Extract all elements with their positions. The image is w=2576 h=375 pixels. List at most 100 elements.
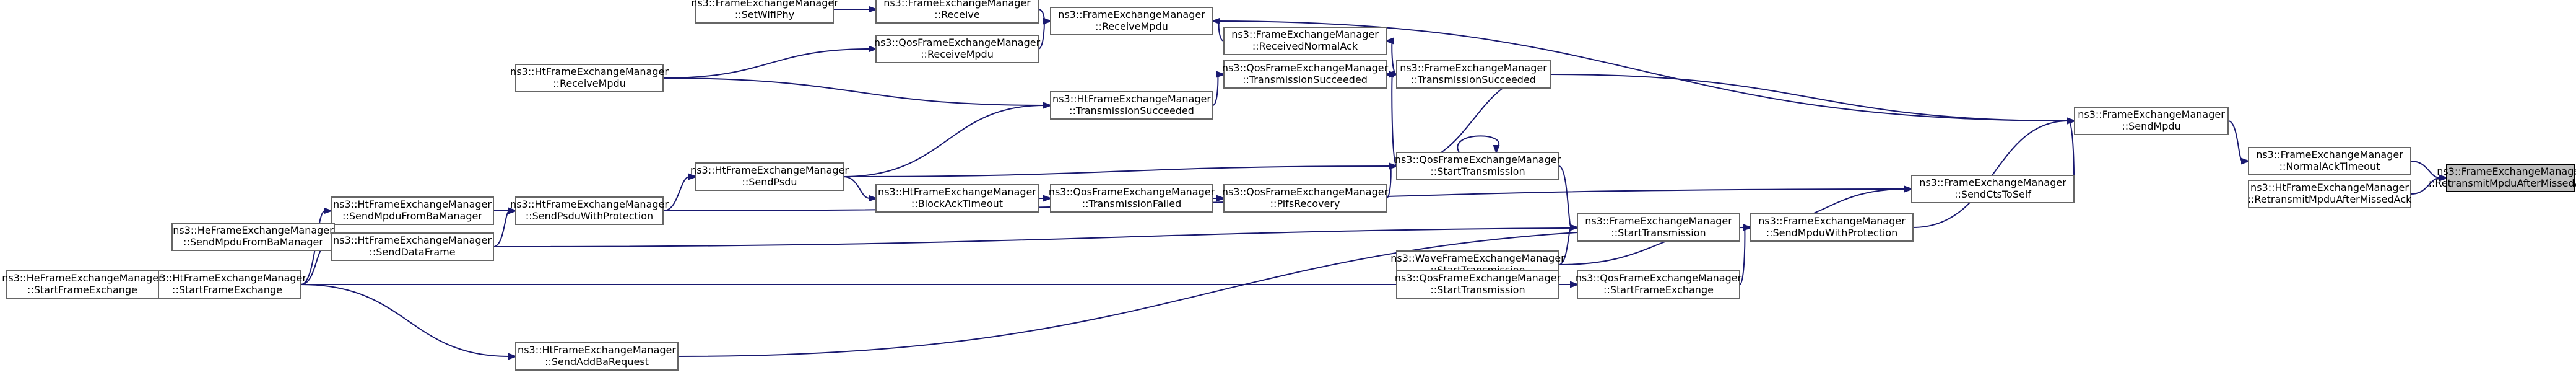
- node-box: [515, 342, 679, 371]
- arrowhead-icon: [869, 45, 878, 53]
- node-method-label: ::TransmissionSucceeded: [1242, 74, 1368, 86]
- call-edge: [1384, 71, 1397, 167]
- node-qos-frame-exchange-manager-pifs-recovery[interactable]: ns3::QosFrameExchangeManager::PifsRecove…: [1222, 184, 1389, 213]
- node-box: [1577, 213, 1740, 242]
- node-box: [1050, 184, 1213, 213]
- arrowhead-icon: [508, 353, 518, 360]
- node-box: [171, 223, 335, 251]
- arrowhead-icon: [1216, 71, 1226, 78]
- call-edge: [1211, 17, 1225, 42]
- node-box: [1223, 60, 1387, 89]
- node-qos-frame-exchange-manager-start-transmission[interactable]: ns3::QosFrameExchangeManager::StartTrans…: [1395, 152, 1561, 180]
- node-frame-exchange-manager-normal-ack-timeout[interactable]: ns3::FrameExchangeManager::NormalAckTime…: [2248, 147, 2411, 175]
- node-ht-frame-exchange-manager-transmission-succeeded[interactable]: ns3::HtFrameExchangeManager::Transmissio…: [1050, 91, 1213, 120]
- node-box: [1223, 27, 1387, 55]
- call-edge: [1558, 165, 1579, 231]
- node-class-label: ns3::FrameExchangeManager: [2078, 108, 2225, 120]
- node-box: [1050, 91, 1213, 120]
- call-edge: [493, 207, 518, 247]
- node-qos-frame-exchange-manager-start-transmission[interactable]: ns3::QosFrameExchangeManager::StartTrans…: [1395, 270, 1561, 299]
- node-class-label: ns3::FrameExchangeManager: [1058, 9, 1205, 20]
- node-method-label: ::Receive: [934, 9, 979, 20]
- node-class-label: ns3::HtFrameExchangeManager: [1052, 93, 1211, 105]
- node-class-label: ns3::FrameExchangeManager: [1585, 215, 1732, 227]
- node-frame-exchange-manager-set-wifi-phy[interactable]: ns3::FrameExchangeManager::SetWifiPhy: [691, 0, 838, 24]
- node-method-label: ::ReceivedNormalAck: [1252, 40, 1358, 52]
- node-method-label: ::ReceiveMpdu: [553, 77, 626, 89]
- node-box: [515, 196, 664, 225]
- call-graph-edges: [152, 6, 2448, 360]
- node-ht-frame-exchange-manager-send-psdu-with-protection[interactable]: ns3::HtFrameExchangeManager::SendPsduWit…: [510, 196, 669, 225]
- arrowhead-icon: [1043, 102, 1052, 109]
- arrowhead-icon: [1389, 162, 1399, 170]
- node-frame-exchange-manager-receive[interactable]: ns3::FrameExchangeManager::Receive: [875, 0, 1039, 24]
- node-method-label: ::RetransmitMpduAfterMissedAck: [2248, 193, 2413, 205]
- node-class-label: ns3::WaveFrameExchangeManager: [1390, 252, 1565, 264]
- node-frame-exchange-manager-send-mpdu[interactable]: ns3::FrameExchangeManager::SendMpdu: [2074, 107, 2229, 135]
- node-class-label: ns3::QosFrameExchangeManager: [1395, 272, 1561, 284]
- node-class-label: ns3::FrameExchangeManager: [2256, 149, 2403, 161]
- node-box: [2248, 180, 2411, 208]
- call-edge: [843, 176, 878, 202]
- node-class-label: ns3::QosFrameExchangeManager: [1222, 186, 1389, 198]
- node-box: [695, 0, 834, 24]
- node-ht-frame-exchange-manager-send-add-ba-request[interactable]: ns3::HtFrameExchangeManager::SendAddBaRe…: [515, 342, 679, 371]
- node-method-label: ::SetWifiPhy: [735, 9, 794, 20]
- node-method-label: ::StartTransmission: [1430, 284, 1525, 296]
- node-class-label: ns3::HtFrameExchangeManager: [2250, 182, 2409, 193]
- node-ht-frame-exchange-manager-retransmit-mpdu-after-missed-ack[interactable]: ns3::HtFrameExchangeManager::RetransmitM…: [2248, 180, 2413, 208]
- node-method-label: ::TransmissionFailed: [1082, 198, 1182, 210]
- node-frame-exchange-manager-transmission-succeeded[interactable]: ns3::FrameExchangeManager::TransmissionS…: [1396, 60, 1551, 89]
- node-box: [1223, 184, 1387, 213]
- call-edge: [1038, 195, 1052, 202]
- node-frame-exchange-manager-send-cts-to-self[interactable]: ns3::FrameExchangeManager::SendCtsToSelf: [1911, 175, 2075, 203]
- node-he-frame-exchange-manager-start-frame-exchange[interactable]: ns3::HeFrameExchangeManager::StartFrameE…: [2, 270, 163, 299]
- node-ht-frame-exchange-manager-send-mpdu-from-ba-manager[interactable]: ns3::HtFrameExchangeManager::SendMpduFro…: [331, 196, 494, 225]
- node-box: [1396, 270, 1559, 299]
- call-edge: [301, 281, 1579, 288]
- node-box: [1050, 7, 1213, 35]
- node-qos-frame-exchange-manager-transmission-succeeded[interactable]: ns3::QosFrameExchangeManager::Transmissi…: [1222, 60, 1389, 89]
- node-class-label: ns3::HeFrameExchangeManager: [2, 272, 163, 284]
- call-edge: [662, 45, 878, 79]
- node-class-label: ns3::HtFrameExchangeManager: [510, 66, 669, 77]
- node-ht-frame-exchange-manager-start-frame-exchange[interactable]: ns3::HtFrameExchangeManager::StartFrameE…: [148, 270, 306, 299]
- node-class-label: ns3::QosFrameExchangeManager: [1222, 62, 1389, 74]
- node-frame-exchange-manager-send-mpdu-with-protection[interactable]: ns3::FrameExchangeManager::SendMpduWithP…: [1750, 213, 1914, 242]
- node-frame-exchange-manager-received-normal-ack[interactable]: ns3::FrameExchangeManager::ReceivedNorma…: [1223, 27, 1387, 55]
- arrowhead-icon: [1216, 195, 1226, 202]
- node-ht-frame-exchange-manager-block-ack-timeout[interactable]: ns3::HtFrameExchangeManager::BlockAckTim…: [875, 184, 1039, 213]
- node-box: [331, 232, 494, 261]
- call-edge: [493, 224, 1753, 247]
- node-method-label: ::StartFrameExchange: [172, 284, 282, 296]
- arrowhead-icon: [508, 207, 518, 214]
- node-class-label: ns3::QosFrameExchangeManager: [1576, 272, 1742, 284]
- node-frame-exchange-manager-receive-mpdu[interactable]: ns3::FrameExchangeManager::ReceiveMpdu: [1050, 7, 1213, 35]
- node-method-label: ::ReceiveMpdu: [1095, 20, 1168, 32]
- node-method-label: ::SendPsdu: [742, 176, 797, 188]
- node-ht-frame-exchange-manager-receive-mpdu[interactable]: ns3::HtFrameExchangeManager::ReceiveMpdu: [510, 64, 669, 92]
- call-edge: [843, 102, 1052, 177]
- node-class-label: ns3::HtFrameExchangeManager: [333, 198, 492, 210]
- node-method-label: ::NormalAckTimeout: [2279, 161, 2380, 172]
- node-method-label: ::SendAddBaRequest: [545, 356, 649, 368]
- node-frame-exchange-manager-retransmit-mpdu-after-missed-ack: ns3::FrameExchangeManager::RetransmitMpd…: [2429, 164, 2576, 192]
- node-ht-frame-exchange-manager-send-psdu[interactable]: ns3::HtFrameExchangeManager::SendPsdu: [690, 162, 849, 191]
- node-qos-frame-exchange-manager-transmission-failed[interactable]: ns3::QosFrameExchangeManager::Transmissi…: [1049, 184, 1215, 213]
- node-method-label: ::StartFrameExchange: [27, 284, 137, 296]
- node-ht-frame-exchange-manager-send-data-frame[interactable]: ns3::HtFrameExchangeManager::SendDataFra…: [331, 232, 494, 261]
- node-qos-frame-exchange-manager-receive-mpdu[interactable]: ns3::QosFrameExchangeManager::ReceiveMpd…: [874, 35, 1041, 63]
- call-edge: [662, 77, 1052, 109]
- arrowhead-icon: [1384, 37, 1394, 45]
- node-class-label: ns3::QosFrameExchangeManager: [874, 37, 1041, 48]
- arrowhead-icon: [1904, 185, 1914, 193]
- node-frame-exchange-manager-start-transmission[interactable]: ns3::FrameExchangeManager::StartTransmis…: [1577, 213, 1740, 242]
- node-method-label: ::PifsRecovery: [1270, 198, 1340, 210]
- node-class-label: ns3::FrameExchangeManager: [1919, 177, 2066, 188]
- node-class-label: ns3::HtFrameExchangeManager: [690, 164, 849, 176]
- arrowhead-icon: [324, 207, 333, 214]
- arrowhead-icon: [2439, 174, 2448, 182]
- node-he-frame-exchange-manager-send-mpdu-from-ba-manager[interactable]: ns3::HeFrameExchangeManager::SendMpduFro…: [171, 223, 335, 251]
- node-qos-frame-exchange-manager-start-frame-exchange[interactable]: ns3::QosFrameExchangeManager::StartFrame…: [1576, 270, 1742, 299]
